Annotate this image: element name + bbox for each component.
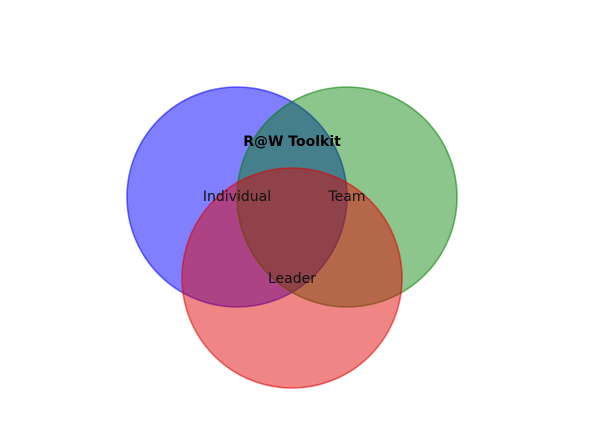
circle-team <box>236 86 458 308</box>
diagram-title: R@W Toolkit <box>243 134 341 150</box>
labels: R@W Toolkit Individual Team Leader <box>203 134 366 287</box>
label-individual: Individual <box>203 189 271 205</box>
circle-leader <box>181 167 403 389</box>
circles <box>126 86 458 389</box>
label-leader: Leader <box>268 271 316 287</box>
label-team: Team <box>327 189 365 205</box>
